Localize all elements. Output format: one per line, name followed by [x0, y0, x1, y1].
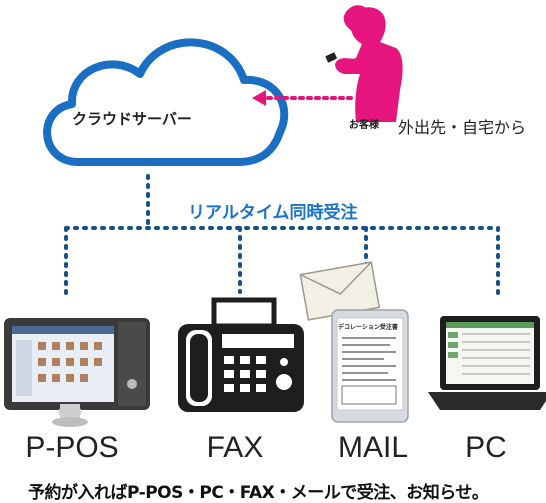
device-label-ppos: P-POS — [25, 431, 119, 464]
cloud-server-label: クラウドサーバー — [72, 110, 192, 128]
connection-lines — [64, 174, 500, 302]
cloud-icon — [43, 38, 289, 166]
pos-terminal-icon — [4, 318, 150, 427]
customer-location: 外出先・自宅から — [398, 118, 527, 137]
phone-screen-title: デコレーション受注書 — [338, 324, 398, 331]
device-label-mail: MAIL — [337, 431, 409, 464]
request-arrow — [252, 90, 354, 106]
fax-machine-icon — [178, 297, 304, 412]
device-label-fax: FAX — [206, 431, 264, 464]
realtime-orders-label: リアルタイム同時受注 — [188, 203, 358, 223]
smartphone-mail-icon — [331, 309, 409, 423]
footer-caption: 予約が入ればP-POS・PC・FAX・メールで受注、お知らせ。 — [28, 483, 489, 503]
customer-tag: お客様 — [349, 120, 379, 131]
device-label-pc: PC — [465, 431, 507, 464]
laptop-icon — [428, 316, 546, 410]
customer-silhouette-icon — [325, 5, 403, 122]
